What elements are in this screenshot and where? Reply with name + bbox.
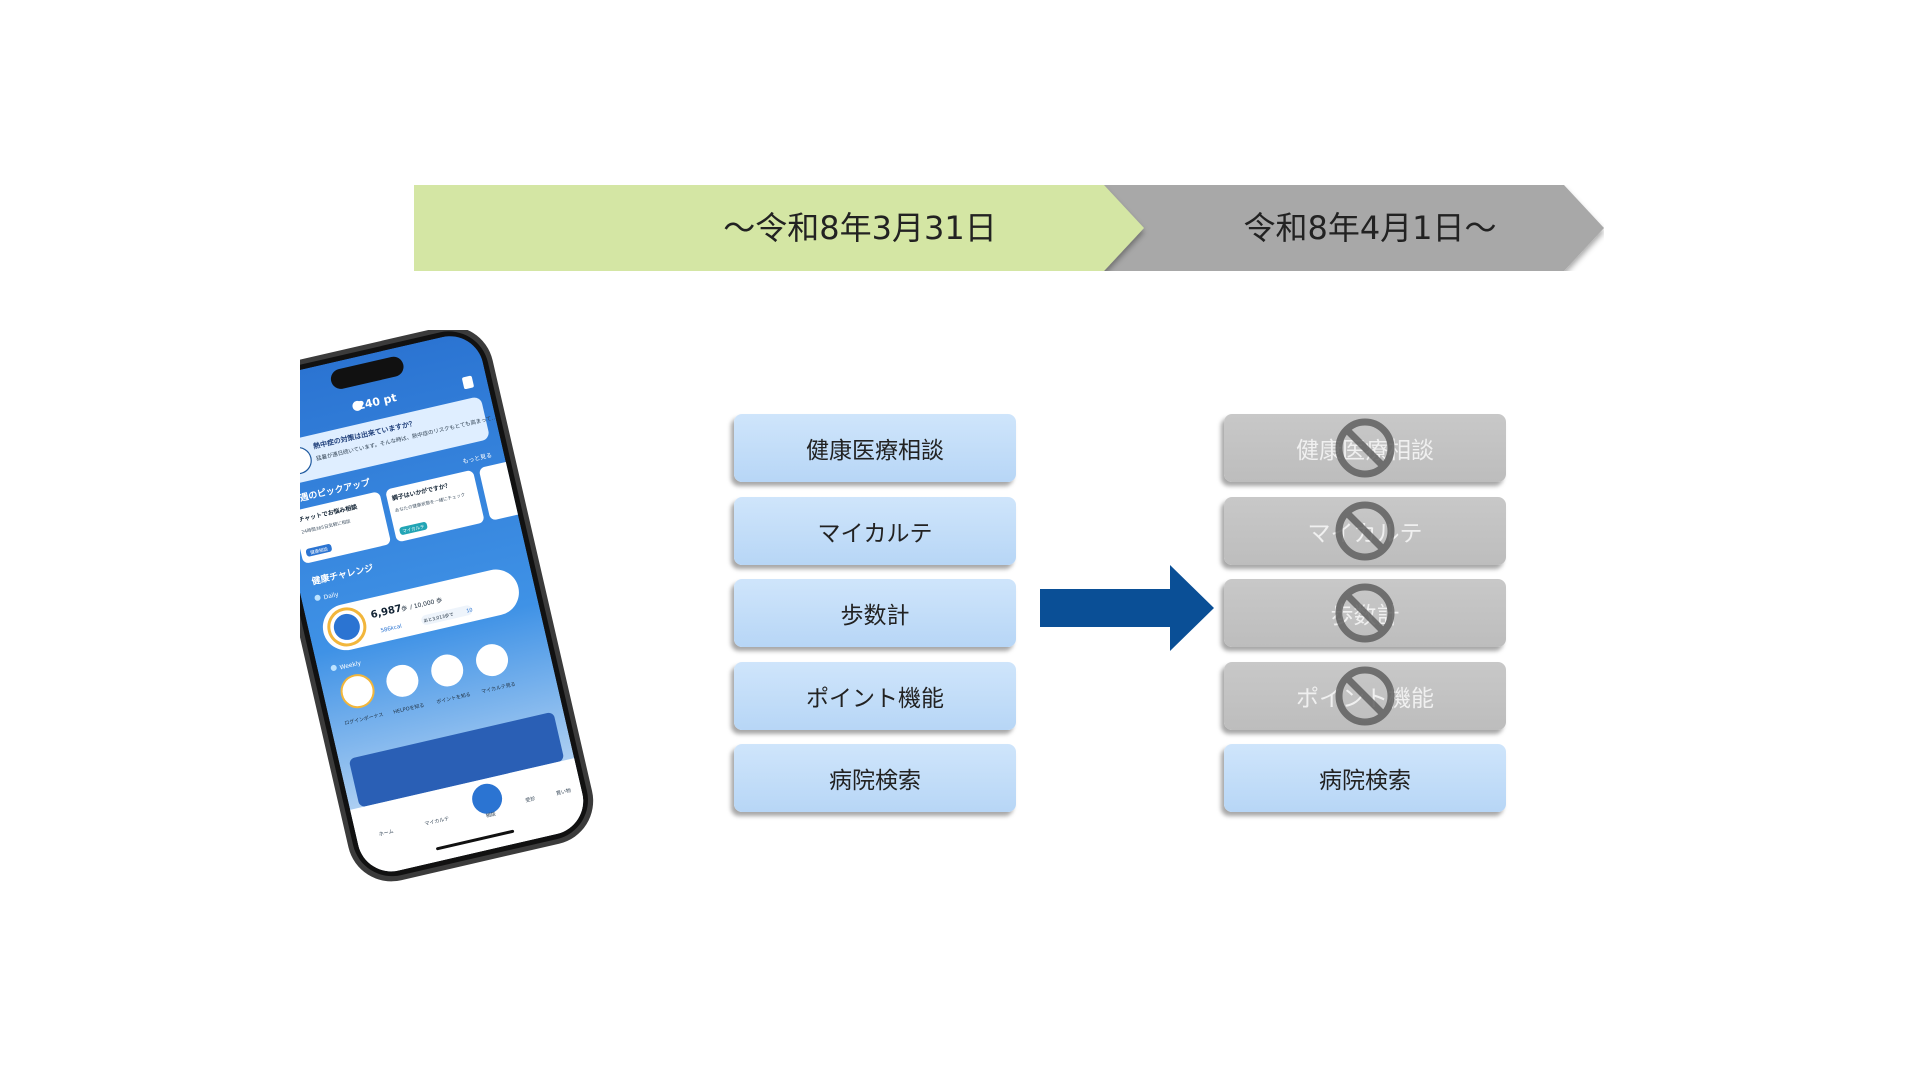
shoe-icon <box>333 613 360 640</box>
bottom-nav <box>350 758 590 879</box>
nav-consult[interactable]: 相談 <box>485 810 496 819</box>
prohibited-icon <box>1335 583 1395 643</box>
feature-before-mykarte: マイカルテ <box>734 497 1016 565</box>
nav-visit[interactable]: 受診 <box>525 795 536 804</box>
feature-label: 歩数計 <box>840 603 910 629</box>
point-coin-icon <box>352 400 363 411</box>
consult-nav-button[interactable] <box>469 781 505 817</box>
smartphone-mockup: 240 pt 熱中症の対策は出来ていますか？ 猛暑が連日続いています。そんな時は… <box>300 330 594 882</box>
calories: 586kcal <box>380 624 403 635</box>
pickup-card-condition[interactable] <box>385 470 485 543</box>
feature-label: ポイント機能 <box>806 686 944 712</box>
feature-after-mykarte: マイカルテ <box>1224 497 1506 565</box>
nav-shopping[interactable]: 買い物 <box>555 787 571 797</box>
timeline-before-segment <box>414 185 1144 271</box>
transition-arrow <box>1040 565 1214 651</box>
daily-label: Daily <box>323 591 340 601</box>
nav-karte[interactable]: マイカルテ <box>424 816 450 827</box>
feature-after-pedometer: 歩数計 <box>1224 579 1506 647</box>
notification-icon[interactable] <box>462 375 474 389</box>
card1-tag: 健康相談 <box>309 545 329 556</box>
feature-after-hospital-search: 病院検索 <box>1224 744 1506 812</box>
feature-before-pedometer: 歩数計 <box>734 579 1016 647</box>
prohibited-icon <box>1335 418 1395 478</box>
prohibited-icon <box>1335 501 1395 561</box>
feature-label: 病院検索 <box>829 768 921 794</box>
feature-before-points: ポイント機能 <box>734 662 1016 730</box>
pickup-card-chat[interactable] <box>300 491 391 564</box>
timeline-before-label: ～令和8年3月31日 <box>723 209 997 247</box>
reward-points: 10 <box>466 607 474 614</box>
heatstroke-banner[interactable] <box>300 396 490 486</box>
timeline-after-label: 令和8年4月1日～ <box>1243 209 1497 247</box>
nav-home[interactable]: ホーム <box>378 829 394 838</box>
feature-label: 健康医療相談 <box>806 438 944 464</box>
timeline-banner <box>414 185 1604 271</box>
feature-label: 病院検索 <box>1319 768 1411 794</box>
feature-label: マイカルテ <box>817 521 933 547</box>
timeline-after-segment <box>1094 185 1604 271</box>
feature-after-health-consult: 健康医療相談 <box>1224 414 1506 482</box>
feature-before-health-consult: 健康医療相談 <box>734 414 1016 482</box>
step-unit: 歩 <box>400 604 408 613</box>
feature-before-hospital-search: 病院検索 <box>734 744 1016 812</box>
weekly-label: Weekly <box>339 660 362 672</box>
card2-tag: マイカルテ <box>402 524 426 535</box>
online-banner[interactable] <box>349 712 565 808</box>
doctor-illustration <box>300 447 312 475</box>
feature-after-points: ポイント機能 <box>1224 662 1506 730</box>
step-counter-card[interactable] <box>318 565 523 655</box>
prohibited-icon <box>1335 666 1395 726</box>
